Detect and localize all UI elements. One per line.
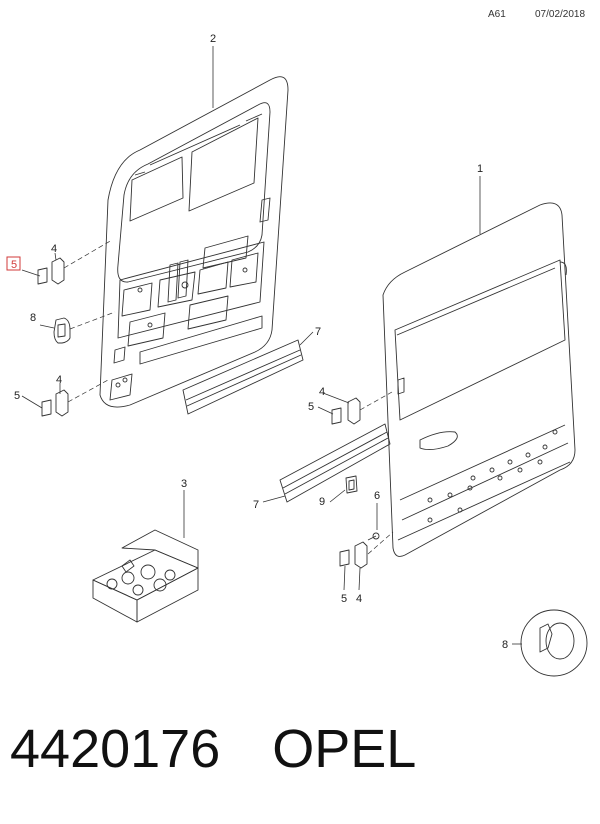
callout-highlight-box — [6, 256, 21, 271]
callout-5-upper-right: 5 — [308, 401, 314, 413]
footer: 4420176 OPEL — [10, 718, 416, 780]
callout-8-right: 8 — [502, 639, 508, 651]
callout-5-lower-left: 5 — [14, 390, 20, 402]
outer-sliding-door — [382, 202, 576, 557]
diagram-date: 07/02/2018 — [535, 9, 586, 20]
callout-5-lower-right: 5 — [341, 593, 347, 605]
page-code: A61 — [488, 9, 506, 20]
seal-left — [53, 317, 71, 344]
callout-5-highlighted: 5 — [11, 259, 17, 271]
callout-2: 2 — [210, 33, 216, 45]
callout-4-upper-right: 4 — [319, 386, 325, 398]
fastener-kit-box — [92, 529, 199, 623]
brand-name: OPEL — [272, 719, 417, 779]
callout-4-upper-left: 4 — [51, 243, 57, 255]
callout-6: 6 — [374, 490, 380, 502]
inner-door-frame — [99, 76, 289, 408]
callout-4-lower-left: 4 — [56, 374, 62, 386]
scuff-plate-lower — [279, 423, 391, 503]
scuff-plate-upper — [182, 339, 304, 415]
grommet-9 — [345, 475, 358, 494]
callout-7-lower: 7 — [253, 499, 259, 511]
callout-7-upper: 7 — [315, 326, 321, 338]
callout-9: 9 — [319, 496, 325, 508]
hinge-lower-left — [41, 389, 69, 417]
hinge-lower-right — [339, 532, 380, 569]
callout-4-lower-right: 4 — [356, 593, 362, 605]
part-number: 4420176 — [10, 719, 221, 779]
callout-3: 3 — [181, 478, 187, 490]
parts-diagram: 2 1 3 7 7 9 6 4 5 8 4 5 4 5 5 4 8 — [6, 33, 588, 677]
hinge-upper-left — [37, 257, 65, 285]
clip-detail-circle — [520, 609, 588, 677]
hinge-upper-right — [331, 397, 361, 425]
callout-1: 1 — [477, 163, 483, 175]
callout-8-left: 8 — [30, 312, 36, 324]
